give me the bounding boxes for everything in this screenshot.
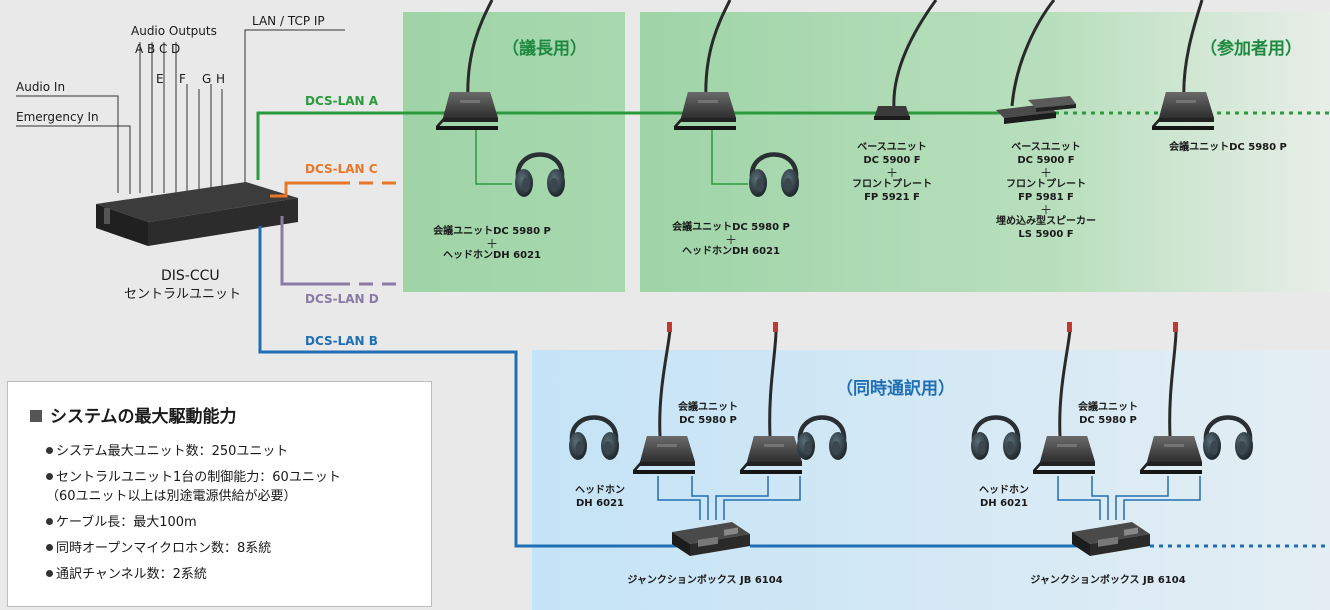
ccu-device [96, 182, 298, 246]
outputs-h: H [216, 72, 226, 86]
lan-a-line [256, 111, 1000, 180]
spec-item: 通訳チャンネル数：2系統 [46, 563, 341, 582]
outputs-d: D [171, 42, 181, 56]
unit-right-caption: 会議ユニットDC 5980 P [1169, 142, 1287, 153]
bullet-icon [46, 447, 53, 454]
lan-d-line [280, 216, 336, 286]
chairman-zone [403, 12, 625, 292]
bullet-icon [46, 473, 53, 480]
lan-tcp-ip-label: LAN / TCP IP [252, 14, 325, 28]
chair-caption: 会議ユニットDC 5980 P＋ヘッドホンDH 6021 [433, 226, 551, 262]
bullet-icon [46, 544, 53, 551]
lan-a-label: DCS-LAN A [305, 94, 379, 108]
outputs-a: A [135, 42, 144, 56]
bullet-icon [46, 518, 53, 525]
spec-box: システムの最大駆動能力 システム最大ユニット数：250ユニット セントラルユニッ… [7, 381, 432, 607]
outputs-f: F [179, 72, 186, 86]
ccu-connector-lines [16, 29, 345, 194]
base-unit-2 [996, 96, 1076, 124]
interpreter-zone [532, 350, 1330, 610]
lan-d-label: DCS-LAN D [305, 292, 379, 306]
goosenecks-top [466, 0, 1204, 109]
junction-wires [657, 476, 1201, 520]
junction-1-caption: ジャンクションボックス JB 6104 [627, 575, 783, 586]
outputs-b: B [147, 42, 156, 56]
outputs-g: G [202, 72, 212, 86]
ccu-name: DIS-CCU [161, 268, 220, 284]
participant1-caption: 会議ユニットDC 5980 P＋ヘッドホンDH 6021 [672, 222, 790, 258]
spec-item: システム最大ユニット数：250ユニット [46, 440, 341, 459]
participant-zone [640, 12, 1330, 292]
square-bullet-icon [30, 410, 42, 422]
bullet-icon [46, 570, 53, 577]
chairman-zone-title: （議長用） [502, 39, 587, 59]
headphone-wires-top [475, 130, 748, 185]
audio-outputs-label: Audio Outputs [131, 24, 217, 38]
spec-title: システムの最大駆動能力 [30, 402, 237, 427]
audio-in-label: Audio In [16, 80, 66, 94]
spec-list: システム最大ユニット数：250ユニット セントラルユニット1台の制御能力：60ユ… [46, 440, 341, 589]
lan-b-label: DCS-LAN B [305, 334, 378, 348]
ccu-subtitle: セントラルユニット [124, 287, 242, 302]
participant-zone-title: （参加者用） [1200, 39, 1302, 59]
spec-item: 同時オープンマイクロホン数：8系統 [46, 537, 341, 556]
lan-c-label: DCS-LAN C [305, 162, 378, 176]
lan-c-line [270, 181, 336, 198]
lan-b-line [258, 226, 680, 548]
spec-item: ケーブル長：最大100m [46, 511, 341, 530]
emergency-in-label: Emergency In [16, 110, 99, 124]
outputs-e: E [156, 72, 164, 86]
interpreter-zone-title: （同時通訳用） [836, 379, 955, 399]
junction-2-caption: ジャンクションボックス JB 6104 [1030, 575, 1186, 586]
spec-item: セントラルユニット1台の制御能力：60ユニット（60ユニット以上は別途電源供給が… [46, 470, 341, 504]
goosenecks-bottom [658, 329, 1178, 437]
base-unit-1 [874, 106, 910, 120]
outputs-c: C [159, 42, 168, 56]
